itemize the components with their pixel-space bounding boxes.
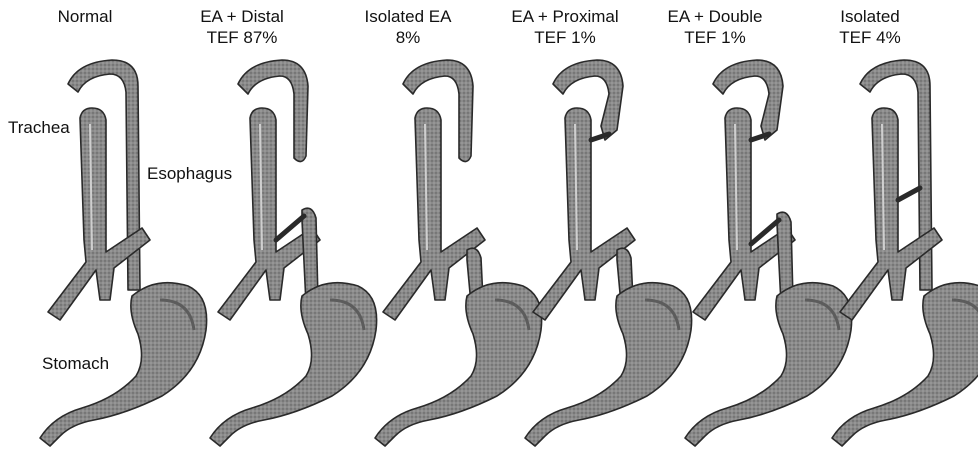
h-type-fistula <box>898 188 920 200</box>
panel-isolated-tef <box>832 60 978 446</box>
esophagus-label: Esophagus <box>147 164 232 184</box>
panel-double <box>685 60 852 446</box>
panel-isolated-ea <box>375 60 542 446</box>
panel-distal <box>210 60 377 446</box>
stomach-label: Stomach <box>42 354 109 374</box>
panel-proximal <box>525 60 692 446</box>
trachea-label: Trachea <box>8 118 70 138</box>
panels-root <box>40 60 978 446</box>
